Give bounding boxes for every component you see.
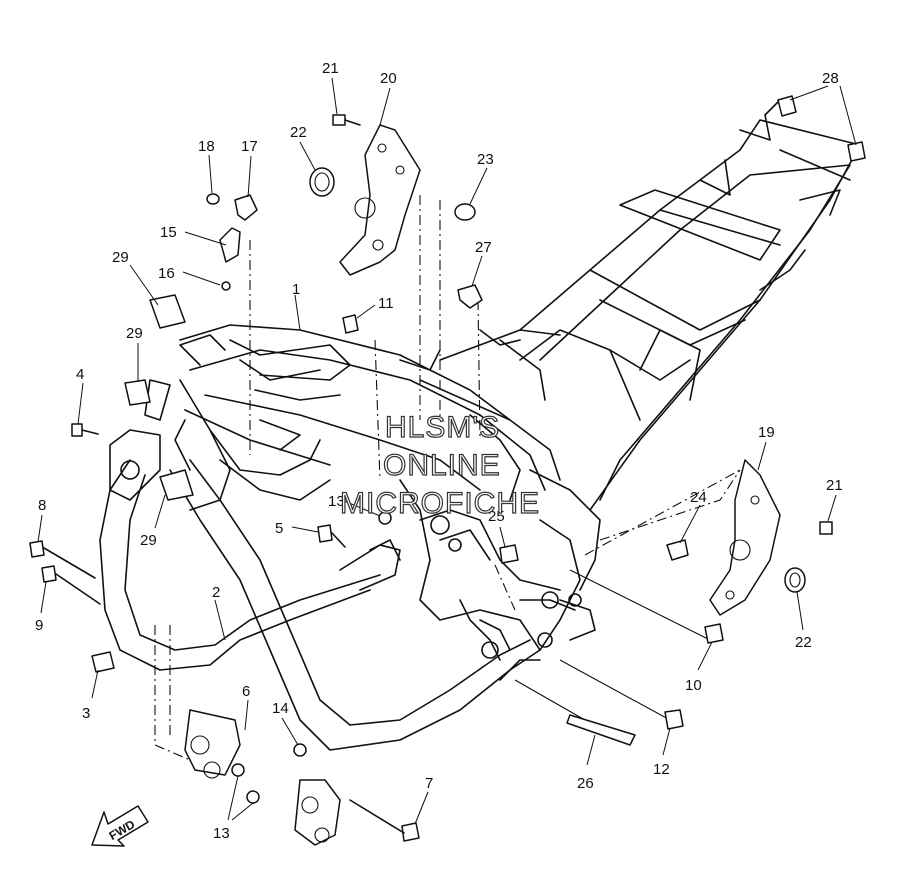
callout-15: 15 <box>160 224 177 241</box>
callout-19: 19 <box>758 424 775 441</box>
callout-labels: 1 2 3 4 5 6 7 8 9 10 11 12 13 13 14 15 1… <box>35 60 843 842</box>
callout-29-middle: 29 <box>126 325 143 342</box>
callout-27: 27 <box>475 239 492 256</box>
callout-23: 23 <box>477 151 494 168</box>
leader-lines <box>37 77 857 825</box>
callout-8: 8 <box>38 497 46 514</box>
callout-1: 1 <box>292 281 300 298</box>
callout-6: 6 <box>242 683 250 700</box>
callout-21-top: 21 <box>322 60 339 77</box>
callout-3: 3 <box>82 705 90 722</box>
callout-5: 5 <box>275 520 283 537</box>
callout-18: 18 <box>198 138 215 155</box>
callout-11: 11 <box>378 295 394 312</box>
callout-4: 4 <box>76 366 84 383</box>
fwd-arrow-icon: FWD <box>91 805 149 847</box>
watermark-line-3: MICROFICHE <box>340 487 540 520</box>
watermark-line-2: ONLINE <box>383 449 501 482</box>
callout-29-lower: 29 <box>140 532 157 549</box>
detached-parts <box>29 95 866 846</box>
callout-2: 2 <box>212 584 220 601</box>
callout-14: 14 <box>272 700 289 717</box>
callout-28: 28 <box>822 70 839 87</box>
callout-10: 10 <box>685 677 702 694</box>
callout-29-top: 29 <box>112 249 129 266</box>
watermark-line-1: HLSM'S <box>385 411 500 444</box>
callout-20: 20 <box>380 70 397 87</box>
callout-24: 24 <box>690 489 707 506</box>
callout-25: 25 <box>488 508 505 525</box>
callout-7: 7 <box>425 775 433 792</box>
main-frame-drawing <box>99 99 861 761</box>
callout-12: 12 <box>653 761 670 778</box>
callout-17: 17 <box>241 138 258 155</box>
callout-22-top: 22 <box>290 124 307 141</box>
callout-21-right: 21 <box>826 477 843 494</box>
watermark: HLSM'S ONLINE MICROFICHE <box>339 410 540 520</box>
callout-16: 16 <box>158 265 175 282</box>
callout-22-right: 22 <box>795 634 812 651</box>
callout-9: 9 <box>35 617 43 634</box>
callout-13-lower: 13 <box>213 825 230 842</box>
callout-13-upper: 13 <box>328 493 345 510</box>
callout-26: 26 <box>577 775 594 792</box>
